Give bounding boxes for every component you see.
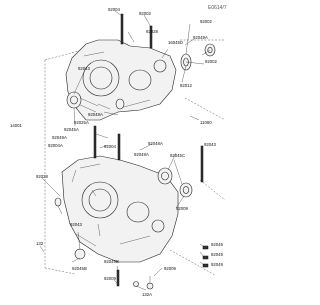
reference-lines (44, 39, 226, 276)
upper-crankcase-half (65, 39, 177, 121)
stud-bottom (116, 269, 120, 287)
lower-frame-line (44, 267, 76, 275)
callout-label: 92049 (211, 262, 224, 267)
callout-label: 92012 (180, 83, 193, 88)
figure-code: E0614/7 (208, 5, 227, 11)
studs (93, 13, 204, 287)
callout-label: 11060 (200, 120, 212, 125)
callout-label: 92043 (70, 222, 83, 227)
callout-label: 92049B (104, 259, 119, 264)
lower-shift-bore (151, 219, 165, 233)
washer-bottom (133, 281, 139, 287)
seal-upper-middle (115, 98, 125, 110)
washer-1 (202, 245, 209, 250)
stud-upper-1 (120, 13, 124, 45)
callout-label: 92025A (74, 120, 89, 125)
stud-right (200, 145, 204, 183)
callout-label: 92049A (134, 152, 149, 157)
lower-case-body (61, 155, 179, 263)
seal-lower-left (74, 248, 86, 260)
upper-case-ribs (77, 51, 151, 113)
callout-label: 92028 (36, 174, 49, 179)
callout-label: 92009 (176, 206, 189, 211)
callout-label: 92004 (108, 7, 121, 12)
callout-label: 132A (142, 292, 152, 297)
upper-frame-line (44, 49, 83, 61)
crankcase-exploded-diagram: E0614/7 (10, 5, 227, 297)
pin-lower-left (54, 197, 62, 207)
callout-label: 92002 (200, 19, 213, 24)
stud-lower-1 (93, 125, 97, 159)
diagram-canvas: E0614/7 (10, 5, 227, 297)
bearing-upper-left-inner (70, 95, 78, 105)
bearing-lower-right-2-inner (182, 186, 190, 194)
callout-label: 92043 (78, 66, 91, 71)
callout-label: 92045B (72, 266, 87, 271)
bottom-right-guide (169, 249, 216, 276)
lower-transmission-bore (126, 201, 150, 223)
callout-labels: 92004 92002 92028 92002 92049A 16045D 92… (10, 7, 224, 297)
stud-lower-2 (117, 133, 121, 161)
upper-shift-bore (153, 59, 167, 73)
lower-crankcase-half (61, 155, 179, 263)
callout-label: 92049A (193, 35, 208, 40)
callout-label: 92004A (48, 143, 63, 148)
leader-lines (39, 10, 211, 291)
callout-label: 16045D (168, 40, 183, 45)
callout-label: 14001 (10, 123, 23, 128)
callout-label: 92048A (148, 141, 163, 146)
callout-label: 92009 (104, 276, 117, 281)
callout-label: 92048A (88, 112, 103, 117)
upper-crank-bore-inner (89, 66, 113, 90)
right-lower-guide (199, 179, 226, 201)
callout-label: 92049 (211, 242, 224, 247)
callout-label: 92009 (164, 266, 177, 271)
callout-label: 92004 (104, 144, 117, 149)
washer-3 (202, 263, 209, 268)
callout-label: 92049 (211, 252, 224, 257)
callout-label: 92043 (204, 142, 217, 147)
upper-transmission-bore (128, 69, 152, 91)
small-parts (133, 245, 209, 290)
callout-label: 92028 (146, 29, 159, 34)
callout-label: 132 (36, 241, 44, 246)
washer-2 (202, 255, 209, 260)
bearing-lower-right-inner (161, 171, 169, 181)
callout-label: 92045C (170, 153, 185, 158)
callout-label: 92002 (139, 11, 152, 16)
callout-label: 92002 (205, 59, 218, 64)
stud-upper-2 (149, 25, 153, 49)
lower-case-ribs (75, 163, 151, 247)
lower-crank-bore-inner (88, 188, 112, 212)
callout-label: 92045A (64, 127, 79, 132)
callout-label: 92049A (52, 135, 67, 140)
right-middle-guide (184, 97, 226, 121)
